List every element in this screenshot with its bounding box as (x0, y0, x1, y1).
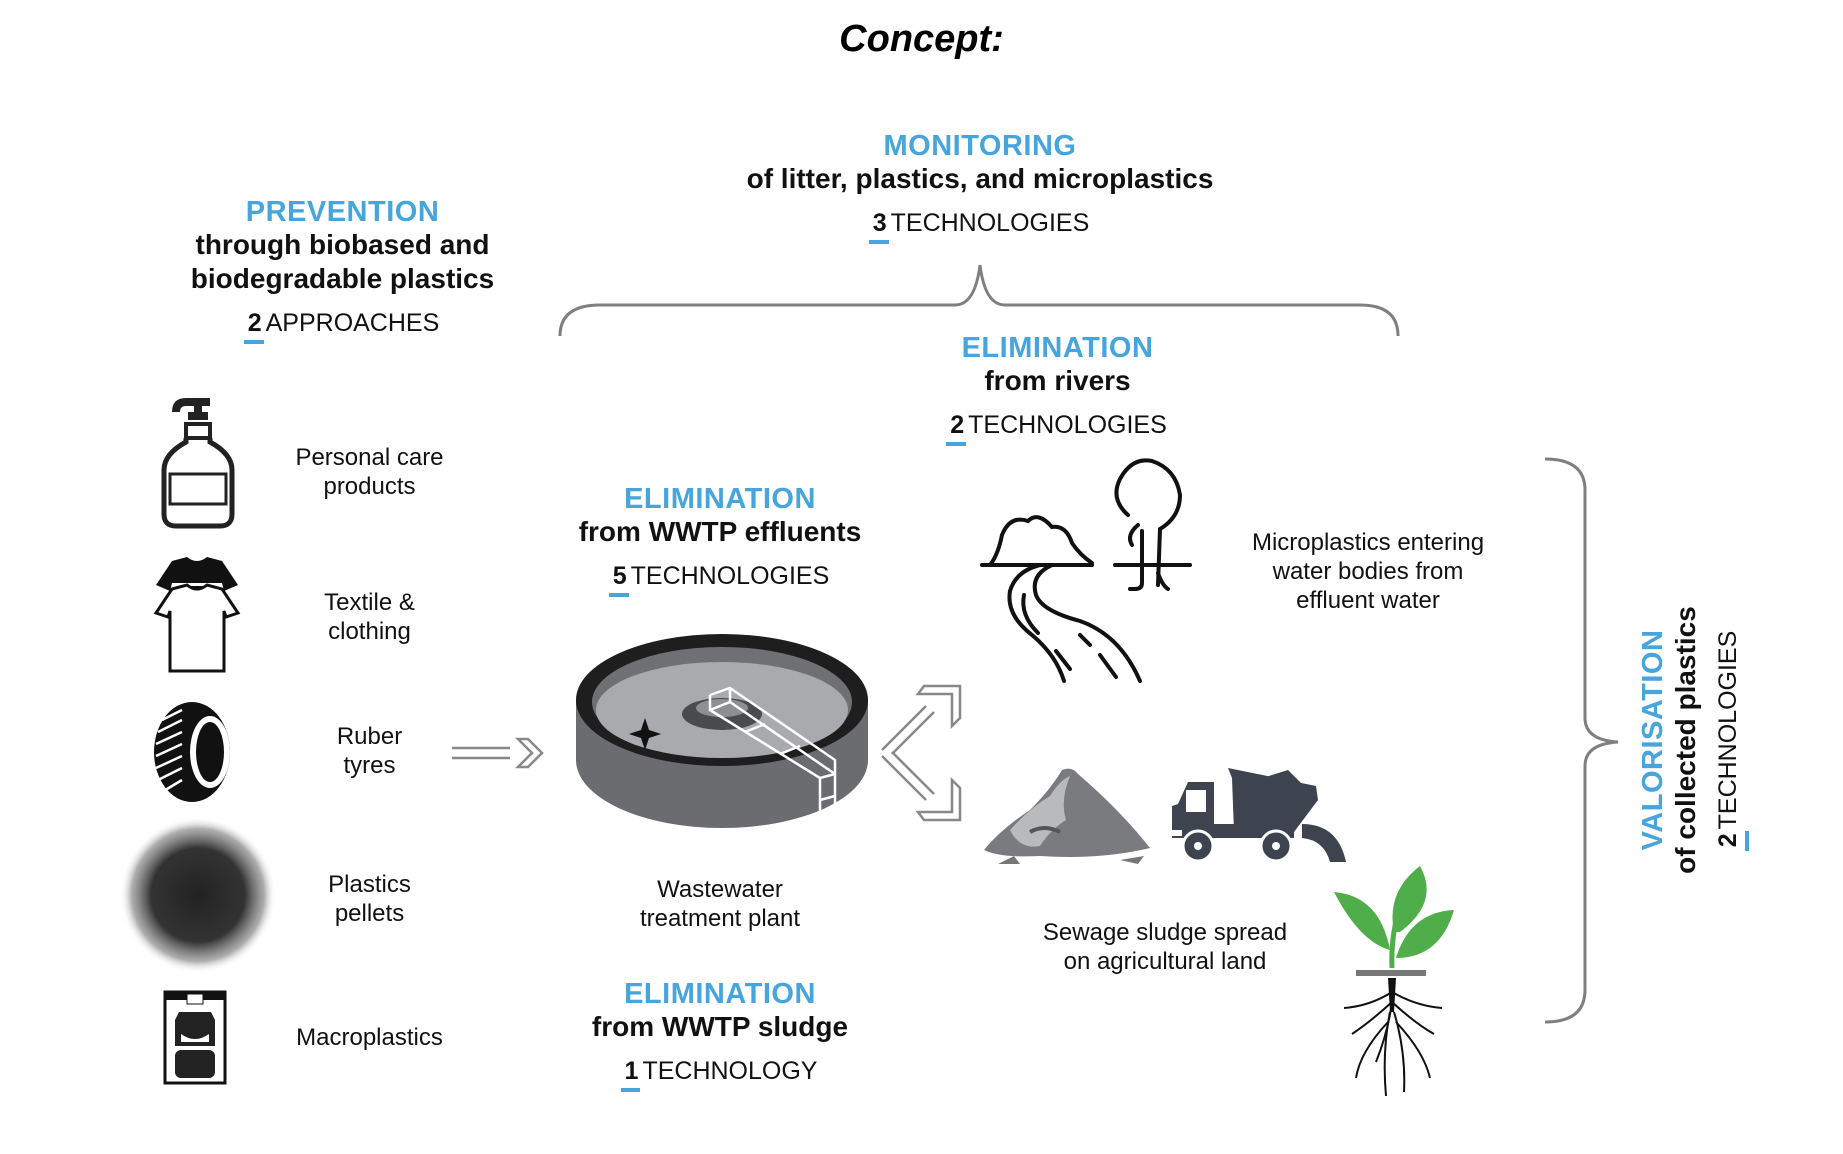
rivers-category: ELIMINATION (961, 332, 1154, 364)
double-arrow-right-icon (452, 737, 544, 769)
macroplastics-icon (163, 990, 227, 1085)
t-shirt-icon (153, 557, 241, 673)
sludge-count-unit: TECHNOLOGY (642, 1057, 818, 1085)
valorisation-count-unit: TECHNOLOGIES (1714, 630, 1742, 830)
pellets-icon (120, 817, 276, 973)
prevention-subtitle-line2: biodegradable plastics (190, 263, 495, 294)
prevention-category: PREVENTION (245, 196, 440, 228)
pump-bottle-icon (161, 398, 235, 529)
river-landscape-icon (980, 458, 1192, 683)
split-arrows-icon (881, 684, 962, 822)
valorisation-block: VALORISATION of collected plastics 2TECH… (1637, 480, 1743, 1000)
sludge-description: Sewage sludge spread on agricultural lan… (1042, 919, 1288, 975)
rivers-count-number: 2 (946, 410, 968, 446)
effluents-count-unit: TECHNOLOGIES (630, 562, 830, 590)
rivers-subtitle: from rivers (984, 365, 1131, 396)
prevention-count-unit: APPROACHES (265, 309, 440, 337)
valorisation-category: VALORISATION (1637, 629, 1669, 851)
prevention-subtitle-line1: through biobased and (195, 229, 490, 260)
source-label-textile: Textile &clothing (324, 589, 415, 645)
effluents-category: ELIMINATION (624, 483, 816, 515)
monitoring-subtitle: of litter, plastics, and microplastics (746, 163, 1214, 194)
sludge-count-number: 1 (620, 1056, 643, 1092)
source-label-macroplastics: Macroplastics (296, 1024, 443, 1051)
monitoring-block: MONITORING of litter, plastics, and micr… (680, 130, 1280, 244)
plant-roots-icon (1334, 866, 1454, 1097)
dump-truck-icon (1172, 768, 1346, 863)
prevention-block: PREVENTION through biobased and biodegra… (150, 196, 535, 344)
effluents-count-number: 5 (608, 561, 631, 597)
monitoring-count-number: 3 (868, 208, 891, 244)
monitoring-count-unit: TECHNOLOGIES (890, 209, 1090, 237)
valorisation-count: 2TECHNOLOGIES (1713, 480, 1743, 1000)
diagram-title: Concept: (839, 18, 1004, 60)
sludge-category: ELIMINATION (624, 978, 816, 1010)
river-description: Microplastics entering water bodies from… (1251, 529, 1485, 614)
effluents-subtitle: from WWTP effluents (578, 516, 862, 547)
monitoring-category: MONITORING (883, 130, 1077, 162)
sludge-pile-icon (984, 768, 1150, 864)
tyre-icon (154, 702, 230, 802)
wastewater-treatment-plant-icon (576, 634, 868, 840)
prevention-count-number: 2 (243, 308, 266, 344)
rivers-count-unit: TECHNOLOGIES (968, 411, 1167, 439)
valorisation-count-number: 2 (1713, 829, 1743, 849)
sludge-subtitle: from WWTP sludge (591, 1011, 849, 1042)
valorisation-subtitle: of collected plastics (1670, 606, 1701, 874)
